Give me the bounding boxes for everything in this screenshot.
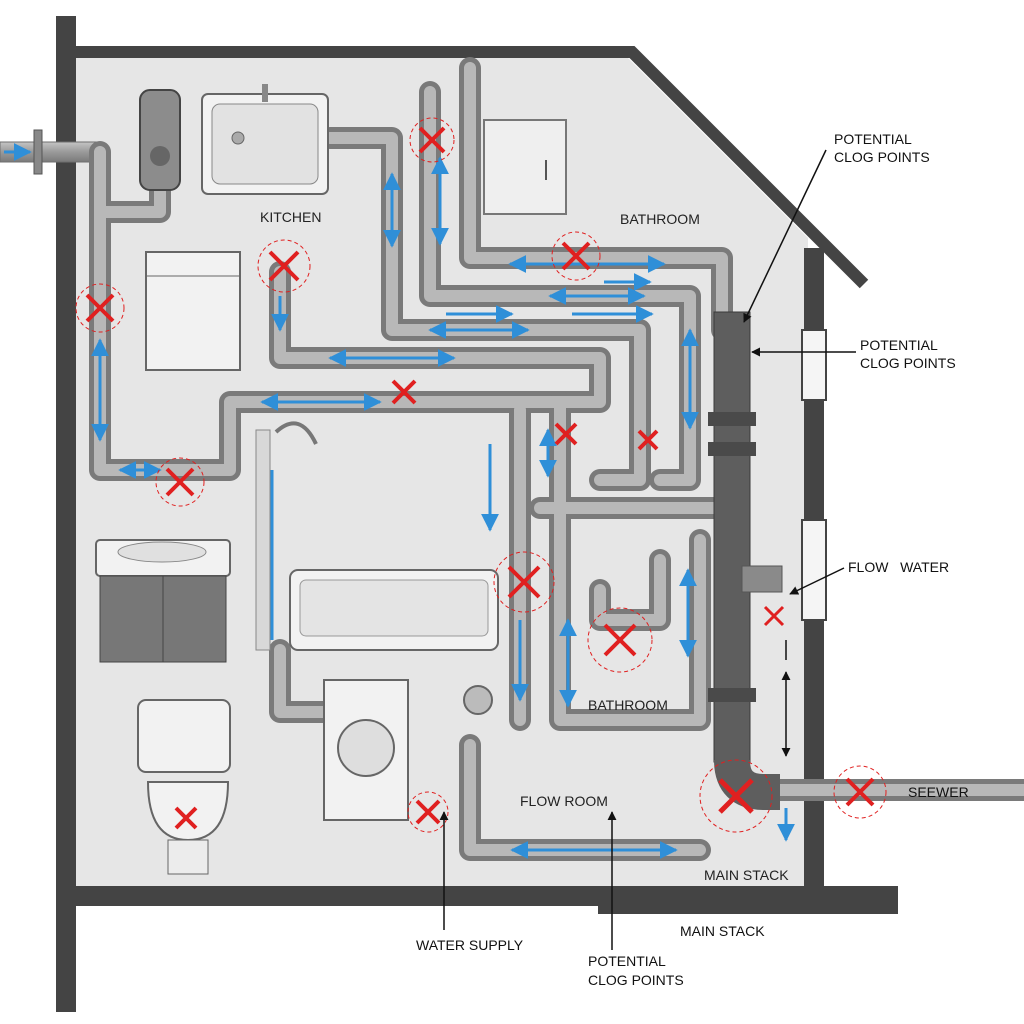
x-mark-icon (409, 117, 455, 163)
x-mark-icon (174, 806, 198, 830)
water-supply-label: WATER SUPPLY (416, 937, 524, 953)
washing-machine (323, 679, 409, 821)
x-mark-icon (493, 551, 555, 613)
x-mark-icon (637, 429, 659, 451)
top-wall (72, 46, 869, 289)
main-stack-pipe (708, 311, 783, 810)
clog-mid-label-line2: CLOG POINTS (860, 355, 956, 371)
kitchen-label: KITCHEN (260, 209, 321, 225)
left-wall (56, 16, 76, 1012)
floor-drain (463, 685, 493, 715)
bathroom-vanity (95, 539, 231, 663)
dishwasher (145, 251, 241, 371)
clog-markers (75, 117, 887, 833)
bathroom-lower-label: BATHROOM (588, 697, 668, 713)
flow-arrows (91, 156, 795, 859)
x-mark-icon (587, 607, 653, 673)
x-mark-icon (554, 422, 578, 446)
main-stack-outside-label: MAIN STACK (680, 923, 765, 939)
toilet (137, 699, 231, 875)
x-mark-icon (391, 379, 417, 405)
flow-water-label: FLOW WATER (848, 559, 949, 575)
clog-top-label-line1: POTENTIAL (834, 131, 912, 147)
x-mark-icon (75, 283, 125, 333)
bathtub-shower (255, 421, 499, 651)
x-mark-icon (257, 239, 311, 293)
bathroom-top-label: BATHROOM (620, 211, 700, 227)
supply-inlet-pipe (0, 129, 101, 175)
x-mark-icon (551, 231, 601, 281)
flow-room-label: FLOW ROOM (520, 793, 608, 809)
cabinet (483, 119, 567, 215)
foundation-step (598, 900, 898, 914)
clog-bottom-label-line2: CLOG POINTS (588, 972, 684, 988)
window-upper (801, 329, 827, 401)
x-mark-icon (763, 605, 785, 627)
clog-top-label-line2: CLOG POINTS (834, 149, 930, 165)
x-mark-icon (699, 759, 773, 833)
callout-lines (439, 149, 856, 950)
x-mark-icon (833, 765, 887, 819)
garbage-disposal (139, 89, 181, 191)
main-stack-inside-label: MAIN STACK (704, 867, 789, 883)
clog-bottom-label-line1: POTENTIAL (588, 953, 666, 969)
x-mark-icon (155, 457, 205, 507)
window-lower (801, 519, 827, 621)
kitchen-sink (201, 84, 329, 195)
sewer-label: SEEWER (908, 784, 969, 800)
clog-mid-label-line1: POTENTIAL (860, 337, 938, 353)
